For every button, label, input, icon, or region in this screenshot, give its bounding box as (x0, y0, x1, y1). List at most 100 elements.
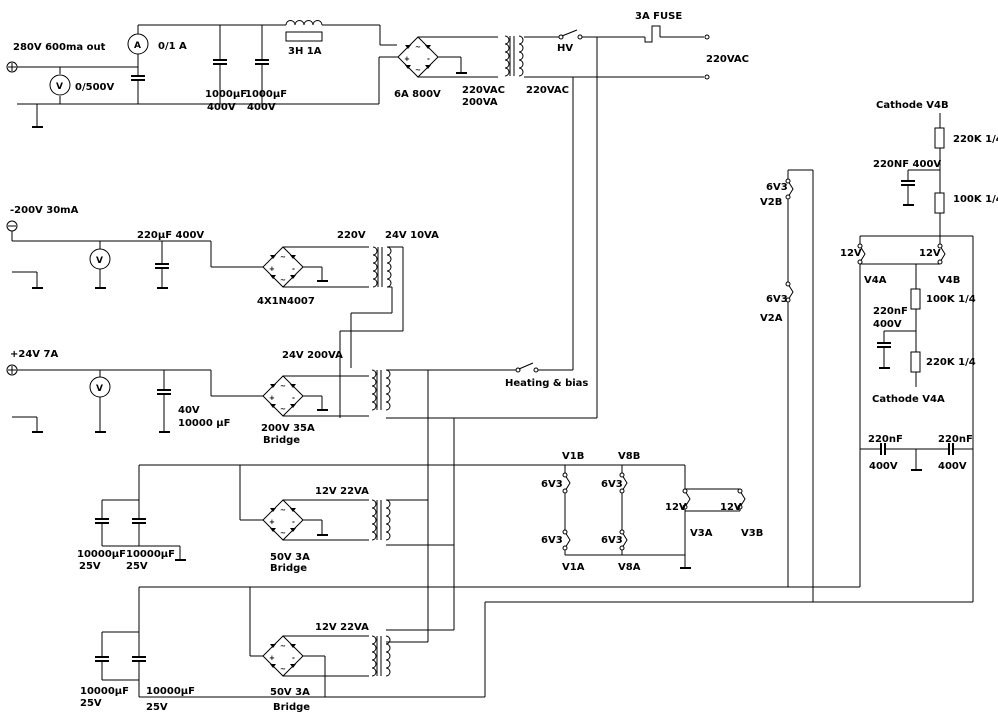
cap-mid-label-1: 220nF (873, 306, 908, 317)
12v-a-bridge-label-2: Bridge (270, 563, 307, 574)
cathode-v4b-label: Cathode V4B (876, 100, 949, 111)
heaters-v4-section: Cathode V4B 220K 1/4 220NF 400V 100K 1/4… (840, 100, 998, 602)
cap-top-label: 220NF 400V (873, 159, 941, 170)
heater-transformer-label: 24V 200VA (282, 350, 343, 361)
hv-voltmeter-glyph-icon: V (56, 82, 63, 92)
cap1-value: 1000µF (205, 89, 247, 100)
hv-transformer-label-2: 200VA (462, 97, 498, 108)
12v-a-bridge-label-1: 50V 3A (270, 552, 310, 563)
supply-12v-b-section: 12V 22VA 50V 3A Bridge 10000µF 25V 10000… (80, 586, 973, 713)
heating-switch-label: Heating & bias (505, 378, 588, 389)
v2b-label: V2B (760, 197, 782, 208)
heater-cap-value: 10000 µF (178, 418, 230, 429)
heaters-v2-section: 6V3 V2B 6V3 V2A (760, 169, 814, 602)
v1a-voltage: 6V3 (541, 535, 563, 546)
v3b-voltage: 12V (720, 502, 742, 513)
v1a-filament (562, 529, 571, 551)
hv-switch-label: HV (557, 43, 573, 54)
v8a-label: V8A (618, 562, 641, 573)
v2b-voltage: 6V3 (766, 182, 788, 193)
bias-output-label: -200V 30mA (10, 205, 79, 216)
heater-output-label: +24V 7A (10, 349, 58, 360)
cap-right-value: 220nF (938, 434, 973, 445)
bias-bridge-label: 4X1N4007 (257, 296, 315, 307)
hv-transformer-label-1: 220VAC (462, 85, 505, 96)
cathode-v4a-label: Cathode V4A (872, 394, 945, 405)
r-low-label: 220K 1/4 (926, 357, 976, 368)
heater-voltmeter-glyph-icon: V (96, 384, 103, 394)
r-top-label: 220K 1/4 (953, 134, 998, 145)
bias-transformer (372, 246, 392, 288)
12v-b-bridge-rectifier (262, 635, 304, 677)
r-top2-label: 100K 1/4 (953, 194, 998, 205)
bias-transformer-primary: 24V 10VA (385, 230, 439, 241)
v3a-label: V3A (690, 528, 713, 539)
r-220k-top (934, 127, 945, 149)
fuse-symbol (644, 25, 661, 43)
hv-choke-inductor (285, 20, 323, 26)
hv-bridge-label: 6A 800V (394, 89, 441, 100)
hv-bridge-rectifier (397, 36, 439, 78)
12v-a-transformer-label: 12V 22VA (315, 486, 369, 497)
12v-b-bridge-label-2: Bridge (273, 702, 310, 713)
r-100k-mid (910, 288, 921, 310)
v8a-voltage: 6V3 (601, 535, 623, 546)
v3b-label: V3B (741, 528, 763, 539)
12v-a-bridge-rectifier (262, 499, 304, 541)
cap2-voltage: 400V (247, 102, 276, 113)
heater-cap-voltage: 40V (178, 405, 200, 416)
cap-left-voltage: 400V (869, 461, 898, 472)
heater-bridge-label-2: Bridge (263, 435, 300, 446)
hv-ammeter-glyph-icon: A (134, 41, 141, 51)
bias-supply-section: V -200V 30mA 220µF 400V 220V 24V 10VA 4X… (6, 205, 439, 418)
bias-transformer-secondary: 220V (337, 230, 366, 241)
r-220k-low (910, 351, 921, 373)
v4b-label: V4B (938, 275, 960, 286)
v2a-voltage: 6V3 (766, 294, 788, 305)
hv-supply-section: V A (6, 11, 749, 128)
cap2-value: 1000µF (245, 89, 287, 100)
hv-ammeter (127, 33, 149, 55)
hv-transformer (504, 35, 524, 77)
hv-primary-label: 220VAC (526, 85, 569, 96)
12v-a-transformer (371, 499, 391, 541)
cap1-voltage: 400V (207, 102, 236, 113)
heater-bridge-rectifier (262, 375, 304, 417)
v4b-voltage: 12V (919, 248, 941, 259)
12v-b-cap2-value: 10000µF (146, 686, 195, 697)
12v-b-cap1-voltage: 25V (80, 698, 102, 709)
12v-b-bridge-label-1: 50V 3A (270, 687, 310, 698)
v1b-voltage: 6V3 (541, 479, 563, 490)
r-100k-top (934, 192, 945, 214)
12v-a-cap2-value: 10000µF (126, 549, 175, 560)
v3a-voltage: 12V (665, 502, 687, 513)
mains-label: 220VAC (706, 54, 749, 65)
bias-voltmeter-glyph-icon: V (96, 256, 103, 266)
v1a-label: V1A (562, 562, 585, 573)
12v-a-cap1-voltage: 25V (79, 561, 101, 572)
12v-b-cap2-voltage: 25V (146, 702, 168, 713)
heaters-middle-section: V1B V8B 6V3 6V3 6V3 6V3 V1A V8A 12V 12V … (541, 451, 763, 573)
r-mid-label: 100K 1/4 (926, 294, 976, 305)
supply-12v-a-section: 12V 22VA 50V 3A Bridge 10000µF 25V 10000… (77, 464, 685, 574)
mains-terminal-bottom-icon (704, 74, 710, 80)
hv-voltmeter (49, 74, 71, 96)
v1b-filament (562, 472, 571, 494)
cap-right-voltage: 400V (938, 461, 967, 472)
heater-24v-section: V +24V 7A 40V 10000 µF 24V 200VA 200V 35… (6, 37, 598, 642)
cap-left-value: 220nF (868, 434, 903, 445)
hv-ammeter-label: 0/1 A (158, 41, 187, 52)
12v-a-cap2-voltage: 25V (126, 561, 148, 572)
hv-voltmeter-label: 0/500V (75, 82, 114, 93)
mains-terminal-top-icon (704, 34, 710, 40)
v4a-voltage: 12V (840, 248, 862, 259)
fuse-label: 3A FUSE (635, 11, 682, 22)
cap-mid-label-2: 400V (873, 319, 902, 330)
bias-cap-label: 220µF 400V (137, 230, 204, 241)
v8b-voltage: 6V3 (601, 479, 623, 490)
12v-b-cap1-value: 10000µF (80, 686, 129, 697)
v4a-label: V4A (864, 275, 887, 286)
v8b-label: V8B (618, 451, 640, 462)
12v-b-transformer-label: 12V 22VA (315, 622, 369, 633)
